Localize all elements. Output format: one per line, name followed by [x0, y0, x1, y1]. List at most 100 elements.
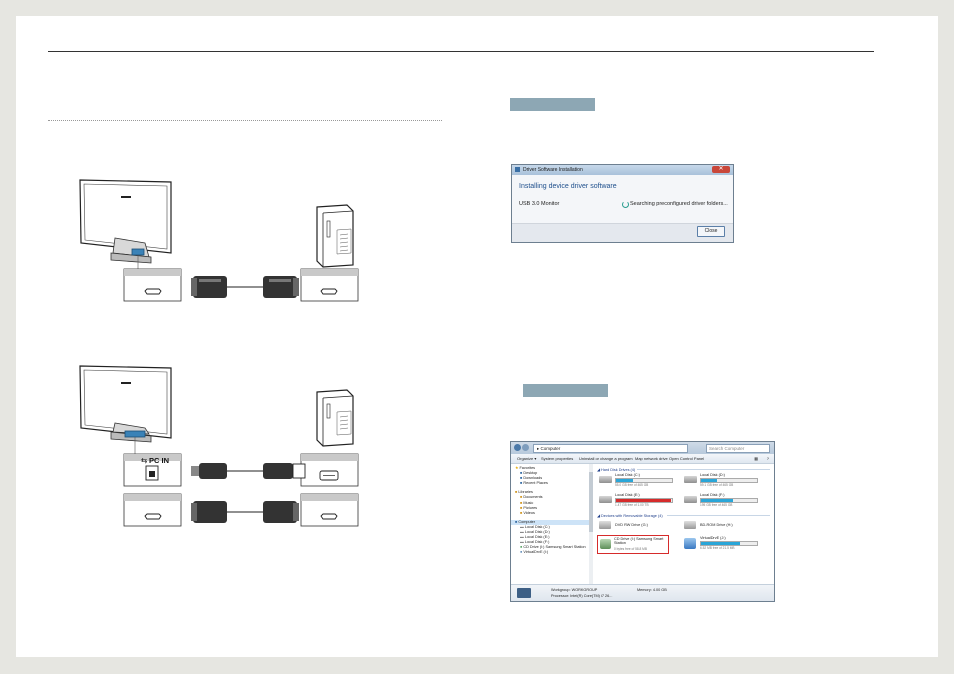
drive-icon: ▬	[520, 524, 524, 529]
usb-hdmi-connection-diagram: ⇆ PC IN	[79, 365, 359, 527]
explorer-address-bar: ▸ Computer Search Computer	[511, 442, 774, 454]
help-icon[interactable]: ?	[766, 456, 769, 461]
computer-icon: ■	[515, 519, 518, 524]
system-properties-button[interactable]: System properties	[541, 456, 574, 461]
usage-bar	[615, 478, 673, 483]
collapse-arrow-icon: ◢	[597, 514, 601, 518]
section-hard-disk-drives[interactable]: ◢ Hard Disk Drives (4)	[597, 468, 636, 472]
install-status: Searching preconfigured driver folders..…	[630, 201, 728, 207]
explorer-window: ▸ Computer Search Computer Organize ▾ Sy…	[510, 441, 775, 602]
spinner-icon	[622, 201, 629, 208]
hard-drive-icon	[599, 476, 612, 483]
usage-bar	[700, 498, 758, 503]
nav-local-disk-c[interactable]: ▬ Local Disk (C:)	[520, 524, 550, 529]
nav-favorites[interactable]: ★ Favorites	[515, 466, 536, 470]
section-line	[667, 515, 770, 516]
nav-virtual-drive[interactable]: ● VirtualDrvE (I:)	[520, 550, 549, 555]
cd-drive-icon: ●	[520, 545, 523, 550]
nav-music[interactable]: ■ Music	[520, 500, 534, 505]
content-pane: ◢ Hard Disk Drives (4) Local Disk (C:) 5…	[595, 464, 774, 585]
usage-bar	[700, 541, 758, 546]
documents-icon: ■	[520, 495, 523, 500]
nav-local-disk-d[interactable]: ▬ Local Disk (D:)	[520, 530, 550, 535]
drive-tile[interactable]: BD-ROM Drive (H:)	[684, 520, 764, 532]
dialog-footer	[512, 223, 733, 242]
favorites-star-icon: ★	[515, 466, 519, 470]
status-memory: Memory: 4.00 GB	[637, 588, 667, 592]
nav-computer[interactable]: ■ Computer	[511, 519, 589, 525]
drive-icon: ▬	[520, 530, 524, 535]
view-options-icon[interactable]: ▦	[754, 456, 758, 461]
recent-places-icon: ■	[520, 481, 523, 486]
map-network-drive-button[interactable]: Map network drive	[635, 456, 668, 461]
breadcrumb-computer: Computer	[540, 446, 561, 451]
uninstall-program-button[interactable]: Uninstall or change a program	[579, 456, 633, 461]
breadcrumb[interactable]: ▸ Computer	[533, 444, 688, 453]
manual-page	[16, 16, 938, 657]
navigation-pane: ★ Favorites ■ Desktop ■ Downloads ■ Rece…	[511, 464, 590, 585]
hard-drive-icon	[599, 496, 612, 503]
usage-bar	[615, 498, 673, 503]
status-workgroup: Workgroup: WORKGROUP	[551, 588, 598, 592]
hdmi-connection-diagram	[79, 179, 359, 302]
nav-recent-places[interactable]: ■ Recent Places	[520, 481, 548, 486]
hard-drive-icon	[684, 476, 697, 483]
svg-text:⇆: ⇆	[141, 456, 148, 465]
explorer-toolbar: Organize ▾ System properties Uninstall o…	[511, 454, 774, 464]
virtual-drive-icon: ●	[520, 550, 523, 555]
details-pane: Workgroup: WORKGROUP Processor: Intel(R)…	[511, 584, 774, 601]
status-processor: Processor: Intel(R) Core(TM) i7 26...	[551, 594, 613, 598]
driver-install-dialog: Driver Software Installation ✕ Installin…	[511, 164, 734, 243]
app-icon	[515, 167, 520, 172]
nav-documents[interactable]: ■ Documents	[520, 495, 543, 500]
drive-tile[interactable]: Local Disk (E:) 1.47 GB free of 1.00 TB	[599, 493, 679, 509]
section-divider	[48, 120, 442, 121]
section-tag-bar-1	[510, 98, 595, 111]
device-name: USB 3.0 Monitor	[519, 201, 560, 207]
nav-videos[interactable]: ■ Videos	[520, 510, 535, 515]
nav-local-disk-f[interactable]: ▬ Local Disk (F:)	[520, 540, 550, 545]
section-tag-bar-2	[523, 384, 608, 397]
organize-button[interactable]: Organize ▾	[517, 456, 537, 461]
drive-tile[interactable]: VirtualDrvE (J:) 6.52 MB free of 21.5 MB	[684, 536, 764, 552]
usage-bar	[700, 478, 758, 483]
drive-icon: ▬	[520, 540, 524, 545]
nav-cd-drive[interactable]: ● CD Drive (I:) Samsung Smart Station	[520, 545, 586, 550]
nav-scrollbar-thumb[interactable]	[589, 472, 593, 532]
nav-libraries[interactable]: ■ Libraries	[515, 490, 533, 495]
drive-tile[interactable]: DVD RW Drive (G:)	[599, 520, 679, 532]
dvd-drive-icon	[599, 521, 611, 529]
search-input[interactable]: Search Computer	[706, 444, 770, 453]
samsung-smart-station-drive[interactable]: CD Drive (I:) Samsung Smart Station 0 by…	[597, 535, 669, 554]
computer-crumb-icon: ▸	[537, 446, 541, 451]
section-removable-storage[interactable]: ◢ Devices with Removable Storage (4)	[597, 514, 663, 518]
dialog-titlebar: Driver Software Installation ✕	[512, 165, 733, 175]
desktop-icon: ■	[520, 471, 523, 476]
close-button[interactable]: Close	[697, 226, 725, 237]
drive-tile[interactable]: Local Disk (F:) 195 GB free of 465 GB	[684, 493, 764, 509]
cd-drive-icon	[600, 539, 611, 549]
open-control-panel-button[interactable]: Open Control Panel	[669, 456, 705, 461]
section-line	[637, 469, 770, 470]
nav-local-disk-e[interactable]: ▬ Local Disk (E:)	[520, 535, 550, 540]
computer-large-icon	[517, 588, 531, 598]
drive-tile[interactable]: Local Disk (D:) 59.1 GB free of 465 GB	[684, 473, 764, 489]
usb-port-label: PC IN	[149, 456, 169, 465]
videos-icon: ■	[520, 510, 523, 515]
drive-tile[interactable]: Local Disk (C:) 55.0 GB free of 465 GB	[599, 473, 679, 489]
libraries-icon: ■	[515, 490, 518, 495]
pictures-icon: ■	[520, 505, 523, 510]
back-button[interactable]	[514, 444, 521, 451]
nav-pictures[interactable]: ■ Pictures	[520, 505, 538, 510]
header-rule	[48, 51, 874, 52]
dialog-title: Driver Software Installation	[523, 167, 583, 173]
forward-button[interactable]	[522, 444, 529, 451]
virtual-drive-icon	[684, 538, 696, 549]
close-window-button[interactable]: ✕	[712, 166, 730, 173]
nav-desktop[interactable]: ■ Desktop	[520, 471, 538, 476]
hard-drive-icon	[684, 496, 697, 503]
collapse-arrow-icon: ◢	[597, 468, 601, 472]
nav-downloads[interactable]: ■ Downloads	[520, 476, 543, 481]
bd-drive-icon	[684, 521, 696, 529]
downloads-icon: ■	[520, 476, 523, 481]
